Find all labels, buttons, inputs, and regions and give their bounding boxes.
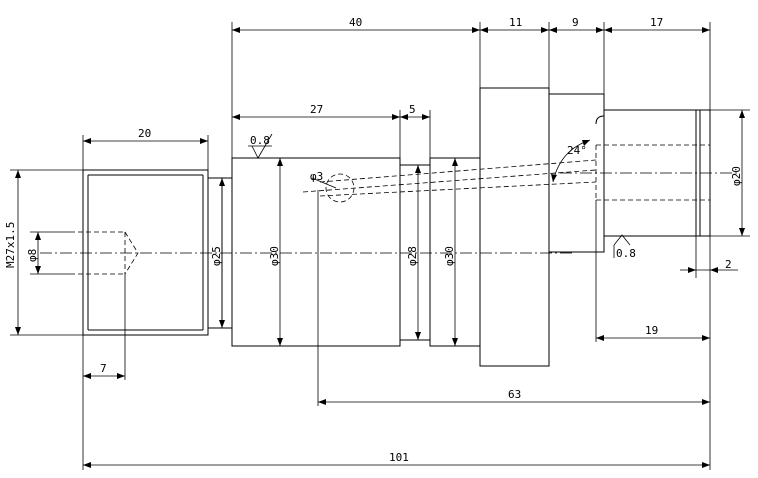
dim-101: 101 [389, 451, 409, 464]
dimension-lines [15, 27, 745, 468]
diameter-25-label: φ25 [210, 246, 223, 266]
part-outline [82, 87, 711, 367]
dim-40: 40 [349, 16, 362, 29]
thread-label: M27x1.5 [4, 222, 17, 268]
surface-finish-right: 0.8 [613, 234, 636, 260]
hidden-lines [70, 144, 710, 275]
dim-27: 27 [310, 103, 323, 116]
extension-lines [10, 22, 750, 470]
surface-finish-left-label: 0.8 [250, 134, 270, 147]
dim-7: 7 [100, 362, 107, 375]
diameter-20-label: φ20 [730, 166, 743, 186]
dim-5: 5 [409, 103, 416, 116]
dim-2: 2 [725, 258, 732, 271]
flange [479, 87, 550, 367]
dim-9: 9 [572, 16, 579, 29]
dim-17: 17 [650, 16, 663, 29]
thread-section [82, 169, 209, 336]
dim-11: 11 [509, 16, 522, 29]
diameter-30-label: φ30 [268, 246, 281, 266]
dim-63: 63 [508, 388, 521, 401]
surface-finish-right-label: 0.8 [616, 247, 636, 260]
center-lines [40, 172, 740, 254]
diameter-28-label: φ28 [406, 246, 419, 266]
bore-label: φ8 [26, 249, 39, 262]
angle-label: 24° [567, 144, 587, 157]
dim-20: 20 [138, 127, 151, 140]
diameter-30-collar-label: φ30 [443, 246, 456, 266]
dimension-labels: 40 11 9 17 27 5 20 7 19 63 101 2 24° φ3 [100, 16, 732, 464]
diameter-labels: M27x1.5 φ8 φ25 φ30 φ28 φ30 φ20 [4, 166, 743, 268]
dim-19: 19 [645, 324, 658, 337]
diameter-3-label: φ3 [310, 170, 323, 183]
surface-finish-left: 0.8 [248, 133, 273, 159]
shoulder-d30 [231, 157, 401, 347]
